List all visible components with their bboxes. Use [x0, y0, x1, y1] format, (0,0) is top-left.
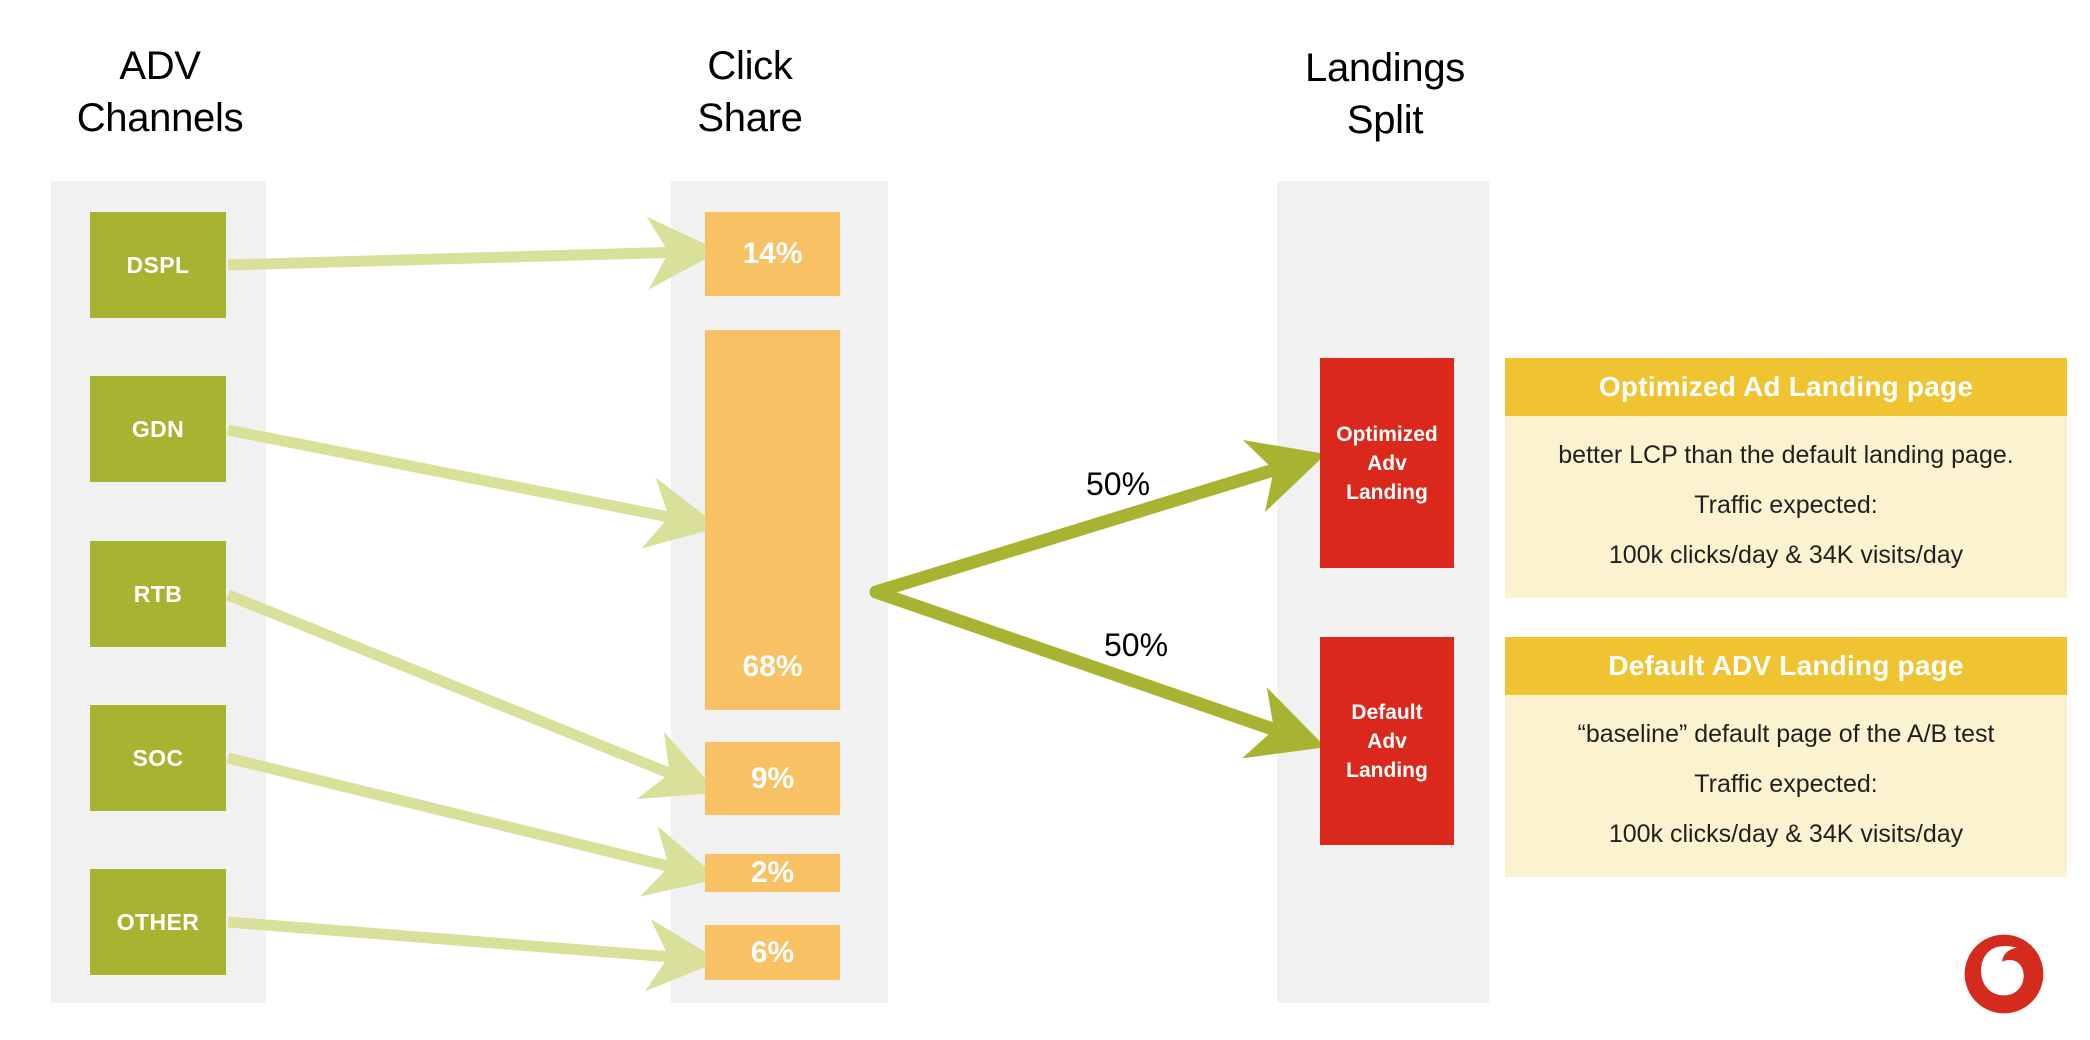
column-band-landings	[1277, 181, 1489, 1003]
landing-box-label: Optimized Adv Landing	[1336, 422, 1438, 504]
landing-box-label: Default Adv Landing	[1346, 700, 1428, 782]
channel-label: DSPL	[126, 251, 190, 278]
column-title-landings-split: Landings Split	[1305, 46, 1465, 142]
channel-box-gdn[interactable]: GDN	[90, 376, 226, 482]
share-bar-gdn[interactable]: 68%	[705, 330, 840, 710]
column-title-adv-channels: ADV Channels	[76, 44, 244, 140]
info-card-title: Optimized Ad Landing page	[1505, 358, 2067, 416]
channel-label: GDN	[131, 415, 185, 442]
share-bar-other[interactable]: 6%	[705, 925, 840, 980]
share-bar-label: 68%	[742, 650, 803, 683]
share-bar-label: 2%	[750, 856, 795, 889]
landing-box-default[interactable]: Default Adv Landing	[1320, 637, 1454, 845]
share-bar-label: 6%	[750, 935, 795, 969]
share-bar-label: 14%	[742, 237, 803, 270]
channel-label: OTHER	[116, 908, 200, 935]
share-bar-label: 9%	[750, 761, 795, 795]
channel-box-dspl[interactable]: DSPL	[90, 212, 226, 318]
channel-box-other[interactable]: OTHER	[90, 869, 226, 975]
channel-box-rtb[interactable]: RTB	[90, 541, 226, 647]
channel-label: SOC	[132, 744, 184, 771]
info-card-optimized: Optimized Ad Landing page better LCP tha…	[1505, 358, 2067, 598]
info-card-default: Default ADV Landing page “baseline” defa…	[1505, 637, 2067, 877]
vodafone-logo-icon	[1964, 934, 2044, 1014]
landing-box-optimized[interactable]: Optimized Adv Landing	[1320, 358, 1454, 568]
channel-box-soc[interactable]: SOC	[90, 705, 226, 811]
split-label-optimized: 50%	[1086, 466, 1151, 502]
column-title-click-share: Click Share	[697, 44, 803, 140]
info-card-body: “baseline” default page of the A/B test …	[1505, 695, 2067, 877]
share-bar-rtb[interactable]: 9%	[705, 742, 840, 815]
info-card-title: Default ADV Landing page	[1505, 637, 2067, 695]
info-card-body: better LCP than the default landing page…	[1505, 416, 2067, 598]
fork-arrow-optimized	[869, 440, 1327, 599]
fork-arrow-default	[869, 585, 1326, 759]
share-bar-dspl[interactable]: 14%	[705, 212, 840, 296]
share-bar-soc[interactable]: 2%	[705, 854, 840, 892]
split-label-default: 50%	[1104, 627, 1169, 663]
channel-label: RTB	[133, 580, 183, 607]
